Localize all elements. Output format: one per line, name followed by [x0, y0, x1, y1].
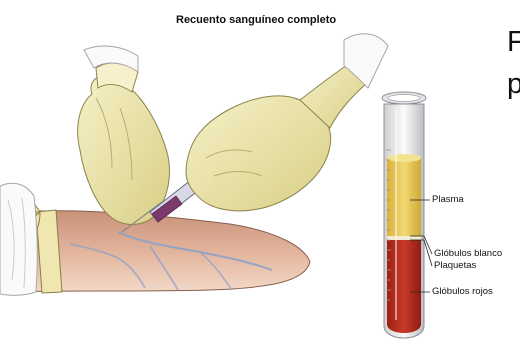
- cropped-text-line-2: p: [507, 70, 520, 99]
- plasma-layer: [387, 158, 421, 236]
- label-platelets: Plaquetas: [434, 261, 476, 271]
- left-gloved-hand: [78, 46, 170, 224]
- label-plasma: Plasma: [432, 195, 464, 205]
- cropped-text-line-1: F: [507, 28, 520, 57]
- test-tube: [382, 92, 426, 338]
- label-white-cells: Glóbulos blanco: [434, 249, 502, 259]
- buffy-coat-layer: [387, 236, 421, 240]
- right-gloved-hand: [186, 34, 388, 211]
- red-cell-layer: [387, 240, 421, 333]
- label-red-cells: Glóbulos rojos: [432, 287, 493, 297]
